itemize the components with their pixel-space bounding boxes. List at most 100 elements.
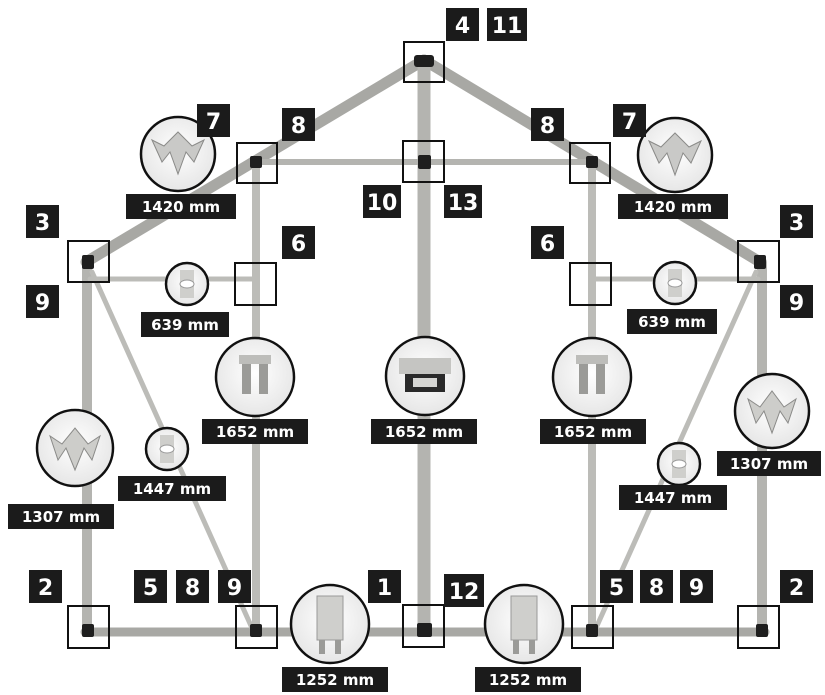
lens-tube-left <box>164 261 210 307</box>
lens-stud-right <box>551 336 633 418</box>
callout-7-left: 7 <box>197 104 230 137</box>
svg-text:1447 mm: 1447 mm <box>634 489 712 507</box>
svg-text:9: 9 <box>789 291 804 316</box>
joint-box-ridge-right <box>569 142 611 184</box>
svg-text:8: 8 <box>185 576 200 601</box>
svg-text:1420 mm: 1420 mm <box>142 198 220 216</box>
joint-box-eave-left <box>67 240 110 283</box>
callout-12: 12 <box>444 574 484 607</box>
callout-1: 1 <box>368 570 401 603</box>
svg-text:8: 8 <box>540 114 555 139</box>
joint-boxes <box>67 41 780 649</box>
svg-text:8: 8 <box>649 576 664 601</box>
svg-text:1652 mm: 1652 mm <box>554 423 632 441</box>
svg-text:1652 mm: 1652 mm <box>385 423 463 441</box>
dim-diag-left: 1447 mm <box>118 476 226 501</box>
dim-stud-center: 1652 mm <box>371 419 477 444</box>
svg-text:639 mm: 639 mm <box>638 313 706 331</box>
lens-roof-left <box>139 115 217 193</box>
svg-text:7: 7 <box>622 110 637 135</box>
svg-text:11: 11 <box>492 14 523 39</box>
svg-text:1307 mm: 1307 mm <box>730 455 808 473</box>
callout-8-right: 8 <box>531 108 564 141</box>
svg-text:3: 3 <box>35 211 50 236</box>
lens-diag-left <box>144 426 190 472</box>
dim-stud-left: 1652 mm <box>202 419 308 444</box>
svg-text:7: 7 <box>206 110 221 135</box>
dim-base-right: 1252 mm <box>475 667 581 692</box>
joint-box-base-stud-right <box>571 605 614 649</box>
fitting-base-center <box>417 623 432 637</box>
svg-text:5: 5 <box>609 576 624 601</box>
numbered-callouts: 4 11 7 8 8 7 10 13 3 9 3 9 6 6 2 5 8 9 1… <box>26 8 813 607</box>
callout-9-bottom-right: 9 <box>680 570 713 603</box>
dim-roof-right: 1420 mm <box>618 194 728 219</box>
callout-6-right: 6 <box>531 226 564 259</box>
fitting-eave-right <box>754 255 766 269</box>
callout-8-left: 8 <box>282 108 315 141</box>
callout-11: 11 <box>487 8 527 41</box>
joint-box-base-center <box>402 604 445 648</box>
lens-roof-right <box>636 116 714 194</box>
callout-8-bottom-left: 8 <box>176 570 209 603</box>
callout-9-bottom-left: 9 <box>218 570 251 603</box>
lens-corner-left <box>35 408 115 488</box>
lens-stud-center <box>384 335 466 417</box>
fitting-base-right <box>756 624 768 637</box>
joint-box-mid-left <box>234 262 277 306</box>
svg-text:4: 4 <box>455 14 470 39</box>
svg-text:6: 6 <box>291 232 306 257</box>
fitting-ridge-left <box>250 156 262 168</box>
callout-9-right-eave: 9 <box>780 285 813 318</box>
dim-stud-right: 1652 mm <box>540 419 646 444</box>
svg-text:9: 9 <box>689 576 704 601</box>
callout-7-right: 7 <box>613 104 646 137</box>
lens-diag-right <box>656 441 702 487</box>
fitting-ridge-right <box>586 156 598 168</box>
svg-text:1652 mm: 1652 mm <box>216 423 294 441</box>
joint-box-base-left <box>67 605 110 649</box>
callout-8-bottom-right: 8 <box>640 570 673 603</box>
callout-2-left: 2 <box>29 570 62 603</box>
svg-text:639 mm: 639 mm <box>151 316 219 334</box>
callout-6-left: 6 <box>282 226 315 259</box>
connector-fittings <box>82 55 768 637</box>
callout-9-left-eave: 9 <box>26 285 59 318</box>
svg-text:1447 mm: 1447 mm <box>133 480 211 498</box>
profile-lenses <box>35 115 811 665</box>
fitting-base-stud-left <box>250 624 262 637</box>
fitting-base-left <box>82 624 94 637</box>
svg-text:10: 10 <box>367 191 398 216</box>
svg-text:9: 9 <box>35 291 50 316</box>
callout-4: 4 <box>446 8 479 41</box>
lens-base-right <box>483 583 565 665</box>
svg-text:3: 3 <box>789 211 804 236</box>
callout-2-right: 2 <box>780 570 813 603</box>
svg-text:2: 2 <box>789 576 804 601</box>
callout-5-right: 5 <box>600 570 633 603</box>
fitting-base-stud-right <box>586 624 598 637</box>
dim-base-left: 1252 mm <box>282 667 388 692</box>
joint-box-center <box>402 140 445 183</box>
dim-roof-left: 1420 mm <box>126 194 236 219</box>
svg-text:5: 5 <box>143 576 158 601</box>
svg-text:2: 2 <box>38 576 53 601</box>
dim-diag-right: 1447 mm <box>619 485 727 510</box>
callout-5-left: 5 <box>134 570 167 603</box>
svg-text:1252 mm: 1252 mm <box>296 671 374 689</box>
svg-text:1: 1 <box>377 576 392 601</box>
fitting-center-cross <box>418 155 431 169</box>
joint-box-mid-right <box>569 262 612 306</box>
callout-3-right: 3 <box>780 205 813 238</box>
svg-text:9: 9 <box>227 576 242 601</box>
callout-10: 10 <box>363 185 401 218</box>
lens-base-left <box>289 583 371 665</box>
callout-3-left: 3 <box>26 205 59 238</box>
joint-box-apex <box>403 41 445 83</box>
dim-corner-right: 1307 mm <box>717 451 821 476</box>
dim-brace-short-left: 639 mm <box>141 312 229 337</box>
svg-text:1420 mm: 1420 mm <box>634 198 712 216</box>
svg-text:13: 13 <box>448 191 479 216</box>
